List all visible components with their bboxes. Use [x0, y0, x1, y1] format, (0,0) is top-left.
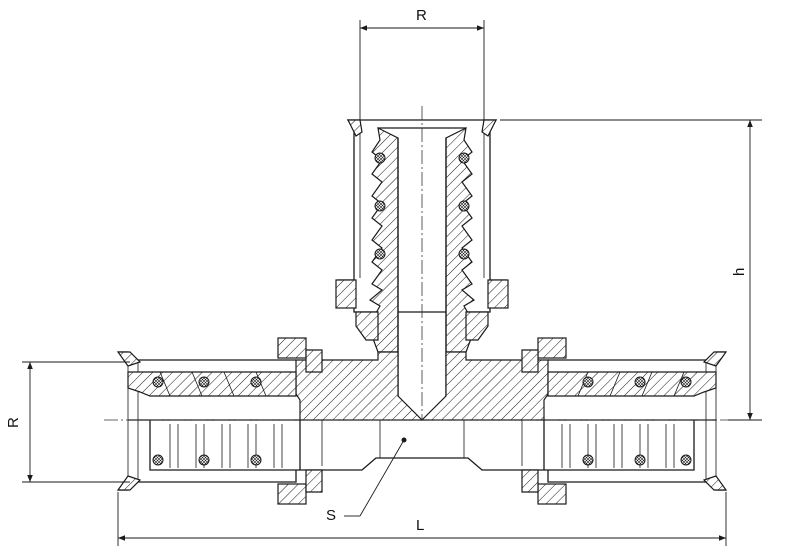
tee-body [295, 351, 549, 471]
top-branch [335, 119, 509, 396]
dimension-left [22, 361, 130, 483]
right-branch [521, 337, 728, 505]
dimension-bottom [117, 492, 727, 546]
hole-marker [344, 437, 407, 517]
center-lines [104, 106, 740, 421]
label-hole: S [326, 507, 336, 524]
label-right-height: h [731, 268, 748, 276]
left-branch [116, 337, 323, 505]
label-left-height: R [5, 417, 22, 428]
label-length: L [416, 517, 424, 534]
dimension-right [500, 119, 762, 421]
label-top-width: R [416, 7, 427, 24]
dimension-top [359, 20, 485, 120]
